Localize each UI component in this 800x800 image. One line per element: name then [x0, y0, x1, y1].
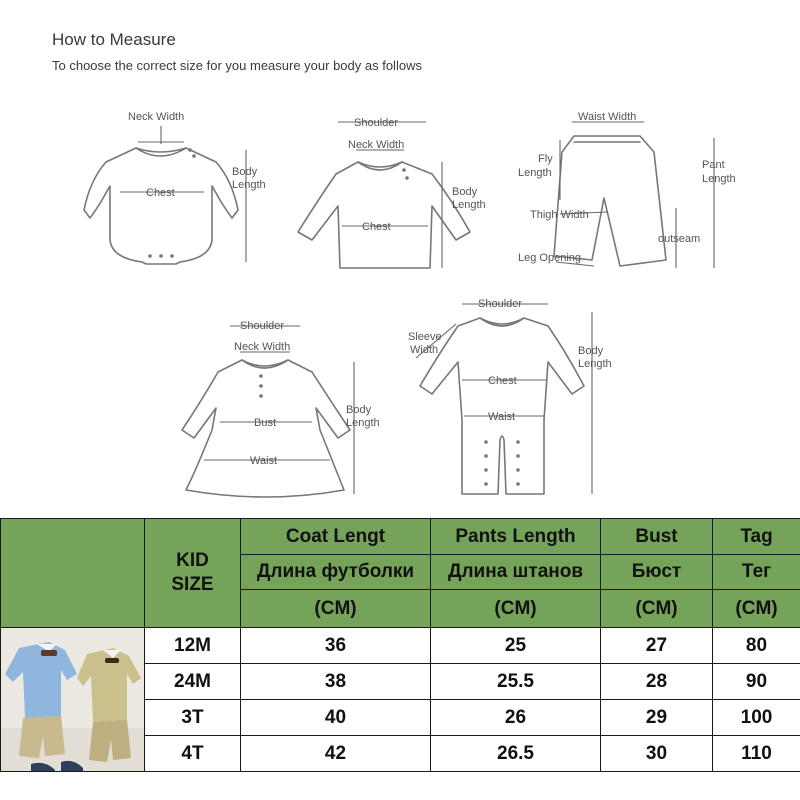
pants-pant-length-label-1: Pant: [702, 159, 725, 171]
romper-chest-label: Chest: [488, 375, 517, 387]
column-unit-coat: (CM): [240, 589, 431, 628]
pants-leg-opening-label: Leg Opening: [518, 252, 581, 264]
cell-tag: 100: [712, 699, 800, 736]
romper-body-length-label-2: Length: [578, 358, 612, 370]
dress-waist-label: Waist: [250, 455, 277, 467]
cell-bust: 29: [600, 699, 713, 736]
romper-diagram: Shoulder Sleeve Width Chest Waist Body L…: [408, 298, 612, 495]
romper-sleeve-width-label-1: Sleeve: [408, 331, 442, 343]
header-green-corner: [0, 518, 145, 628]
cell-size: 12M: [144, 627, 241, 664]
pants-diagram: Waist Width Fly Length Pant Length Thigh…: [518, 111, 736, 268]
cell-tag: 110: [712, 735, 800, 772]
shirt-body-length-label-1: Body: [452, 186, 478, 198]
guide-title: How to Measure: [52, 30, 176, 49]
dress-neck-width-label: Neck Width: [234, 341, 290, 353]
table-row: 4T 42 26.5 30 110: [1, 735, 800, 772]
romper-shoulder-label: Shoulder: [478, 298, 522, 310]
column-unit-tag: (CM): [712, 589, 800, 628]
cell-bust: 30: [600, 735, 713, 772]
shirt-body-length-label-2: Length: [452, 199, 486, 211]
cell-size: 3T: [144, 699, 241, 736]
size-table: KID SIZE Coat Lengt Pants Length Bust Ta…: [0, 518, 800, 772]
table-header-row-unit: (CM) (CM) (CM) (CM): [1, 589, 800, 628]
bodysuit-neck-width-label: Neck Width: [128, 111, 184, 123]
pants-fly-length-label-2: Length: [518, 167, 552, 179]
measurement-diagrams: Neck Width Chest Body Length Shoulder Ne…: [83, 111, 736, 498]
cell-pants: 26: [430, 699, 601, 736]
dress-bust-label: Bust: [254, 417, 276, 429]
pants-pant-length-label-2: Length: [702, 173, 736, 185]
shirt-neck-width-label: Neck Width: [348, 139, 404, 151]
dress-diagram: Shoulder Neck Width Bust Waist Body Leng…: [181, 320, 380, 498]
cell-pants: 25.5: [430, 663, 601, 700]
column-unit-pants: (CM): [430, 589, 601, 628]
table-row: 3T 40 26 29 100: [1, 699, 800, 736]
shirt-chest-label: Chest: [362, 221, 391, 233]
product-photo: [0, 627, 145, 772]
pants-waist-width-label: Waist Width: [578, 111, 636, 123]
cell-bust: 28: [600, 663, 713, 700]
cell-coat: 36: [240, 627, 431, 664]
column-header-tag-en: Tag: [712, 518, 800, 555]
column-header-bust-ru: Бюст: [600, 554, 713, 590]
romper-body-length-label-1: Body: [578, 345, 604, 357]
column-header-tag-ru: Тег: [712, 554, 800, 590]
column-header-coat-en: Coat Lengt: [240, 518, 431, 555]
pants-fly-length-label-1: Fly: [538, 153, 553, 165]
bodysuit-chest-label: Chest: [146, 187, 175, 199]
cell-bust: 27: [600, 627, 713, 664]
dress-shoulder-label: Shoulder: [240, 320, 284, 332]
cell-tag: 80: [712, 627, 800, 664]
guide-subtitle: To choose the correct size for you measu…: [52, 58, 422, 73]
table-header-row-en: KID SIZE Coat Lengt Pants Length Bust Ta…: [0, 518, 800, 628]
table-header-row-ru: Длина футболки Длина штанов Бюст Тег: [1, 554, 800, 590]
cell-pants: 25: [430, 627, 601, 664]
cell-tag: 90: [712, 663, 800, 700]
cell-coat: 42: [240, 735, 431, 772]
romper-sleeve-width-label-2: Width: [410, 344, 438, 356]
kid-size-header: KID SIZE: [144, 518, 241, 628]
table-row: 12M 36 25 27 80: [0, 627, 800, 772]
column-header-pants-en: Pants Length: [430, 518, 601, 555]
cell-pants: 26.5: [430, 735, 601, 772]
column-header-coat-ru: Длина футболки: [240, 554, 431, 590]
cell-coat: 40: [240, 699, 431, 736]
bodysuit-diagram: Neck Width Chest Body Length: [83, 111, 266, 265]
cell-size: 24M: [144, 663, 241, 700]
shirt-diagram: Shoulder Neck Width Chest Body Length: [297, 117, 486, 269]
cell-size: 4T: [144, 735, 241, 772]
cell-coat: 38: [240, 663, 431, 700]
bodysuit-body-length-label-2: Length: [232, 179, 266, 191]
bodysuit-body-length-label-1: Body: [232, 166, 258, 178]
table-row: 24M 38 25.5 28 90: [1, 663, 800, 700]
kids-outfit-photo: [1, 628, 144, 771]
column-header-pants-ru: Длина штанов: [430, 554, 601, 590]
dress-body-length-label-2: Length: [346, 417, 380, 429]
column-unit-bust: (CM): [600, 589, 713, 628]
pants-thigh-width-label: Thigh Width: [530, 209, 589, 221]
kid-size-label-2: SIZE: [171, 574, 214, 595]
shirt-shoulder-label: Shoulder: [354, 117, 398, 129]
dress-body-length-label-1: Body: [346, 404, 372, 416]
pants-outseam-label: outseam: [658, 233, 700, 245]
romper-waist-label: Waist: [488, 411, 515, 423]
kid-size-label-1: KID: [176, 550, 209, 571]
column-header-bust-en: Bust: [600, 518, 713, 555]
